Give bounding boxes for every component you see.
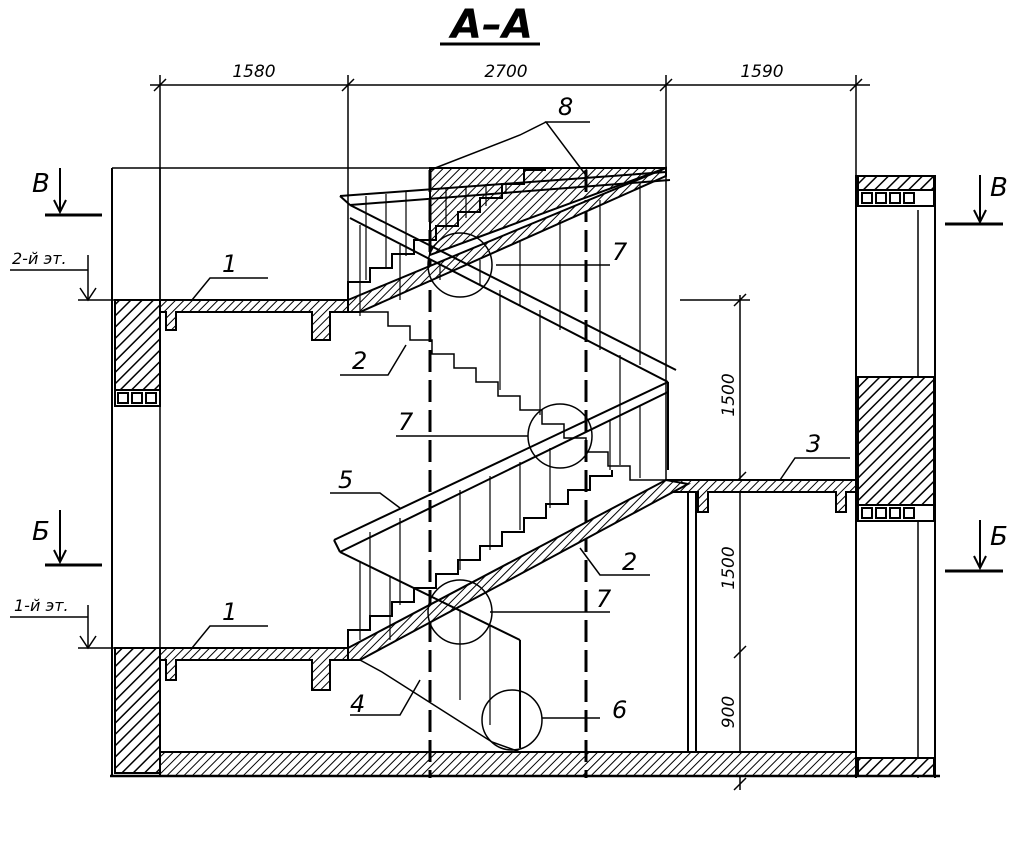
section-letter-b-right: Б [990, 522, 1008, 552]
callout-3: 3 [806, 430, 821, 458]
level-label-second: 2-й эт. [12, 249, 67, 268]
section-mark-b-left [45, 510, 102, 567]
section-letter-v-left: В [32, 169, 50, 199]
dim-2700: 2700 [484, 62, 527, 82]
dim-1500-lower: 1500 [719, 546, 739, 589]
callout-7-lower: 7 [596, 585, 612, 613]
callout-2-upper: 2 [352, 347, 367, 375]
dim-900: 900 [719, 696, 739, 728]
section-title: А–А [448, 2, 533, 48]
stair-flights [347, 166, 691, 753]
callout-1-upper: 1 [222, 250, 237, 278]
vertical-dimension-chain [680, 293, 750, 791]
leader-lines [191, 121, 850, 719]
section-mark-b-right [945, 520, 1003, 573]
left-wall [111, 167, 430, 775]
level-label-first: 1-й эт. [14, 596, 69, 615]
dim-1500-upper: 1500 [719, 373, 739, 416]
callout-5: 5 [338, 466, 353, 494]
section-mark-v-left [45, 168, 102, 217]
callout-7-upper: 7 [612, 238, 628, 266]
callout-7-mid: 7 [398, 408, 414, 436]
right-wall [855, 175, 936, 778]
section-letter-b-left: Б [32, 517, 50, 547]
railings [333, 171, 677, 748]
section-mark-v-right [945, 175, 1003, 226]
callout-8: 8 [558, 93, 573, 121]
callout-6: 6 [612, 696, 627, 724]
dim-1580: 1580 [232, 62, 275, 82]
section-letter-v-right: В [990, 173, 1008, 203]
callout-2-lower: 2 [622, 548, 637, 576]
callout-1-lower: 1 [222, 598, 237, 626]
callout-4: 4 [350, 690, 365, 718]
dim-1590: 1590 [740, 62, 783, 82]
slabs [110, 167, 940, 778]
